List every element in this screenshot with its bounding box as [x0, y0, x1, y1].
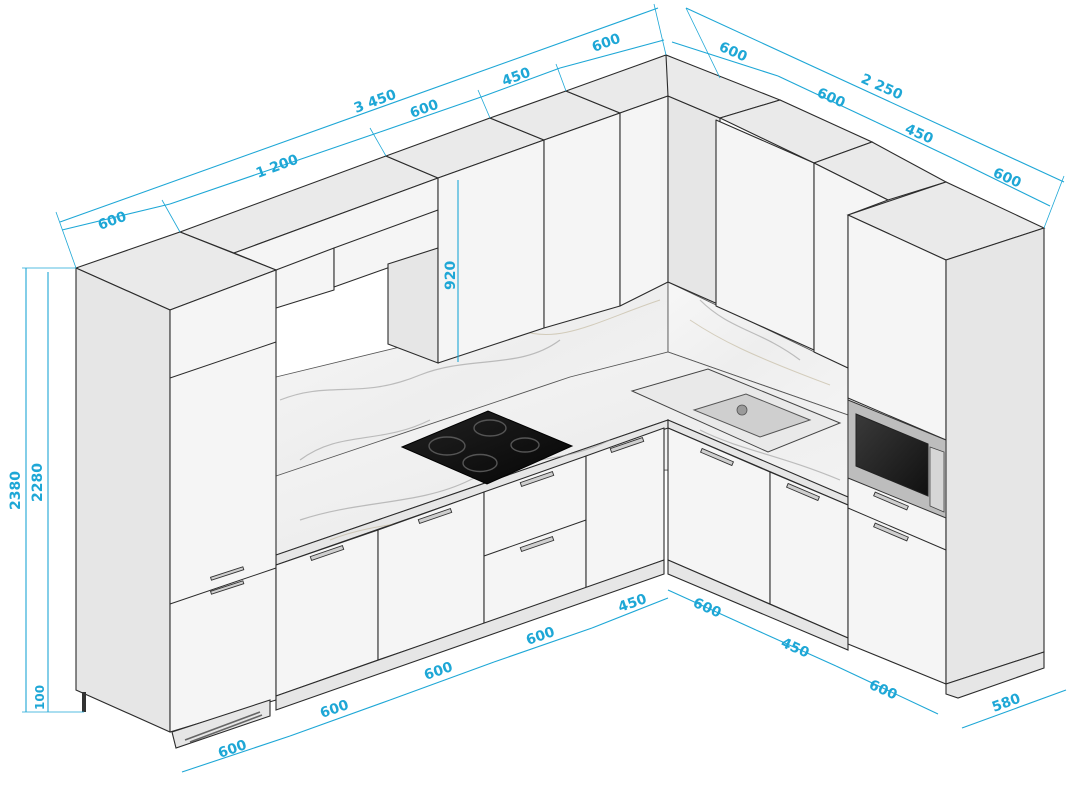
- dim-height-overall: 2380: [8, 471, 24, 510]
- dim-top-left-seg-2: 600: [408, 97, 441, 122]
- dim-bottom-left-seg-3: 600: [422, 659, 455, 684]
- dim-bottom-right-seg-1: 600: [690, 595, 723, 622]
- dim-bottom-left-seg-2: 600: [318, 697, 351, 722]
- dim-height-wall-cabinet: 920: [443, 261, 459, 290]
- dimension-lines: [22, 3, 1067, 773]
- tall-cabinet-left: [74, 231, 278, 749]
- dim-top-left-group: 1 200: [254, 152, 301, 182]
- sink-icon: [630, 368, 842, 453]
- built-in-oven-icon: [847, 399, 947, 519]
- dim-top-right-seg-3: 450: [902, 121, 935, 148]
- induction-hob-icon: [400, 410, 574, 485]
- base-cabinets-right: [667, 427, 849, 651]
- tall-cabinet-right: [846, 181, 1046, 699]
- dim-bottom-left-seg-4: 600: [524, 624, 557, 649]
- base-cabinets-left: [275, 427, 665, 711]
- wall-cabinets-right: [665, 54, 948, 369]
- dim-height-plinth: 100: [33, 685, 47, 710]
- dim-height-body: 2280: [30, 463, 46, 502]
- dim-top-right-seg-4: 600: [990, 165, 1023, 192]
- dim-top-left-seg-3: 450: [500, 65, 533, 90]
- dim-bottom-right-seg-2: 450: [778, 635, 811, 662]
- dim-top-left-total: 3 450: [352, 87, 399, 117]
- dim-top-left-seg-1: 600: [96, 209, 129, 234]
- dim-bottom-left-seg-1: 600: [216, 737, 249, 762]
- dim-bottom-right-seg-3: 600: [866, 677, 899, 704]
- dim-top-right-seg-2: 600: [814, 85, 847, 112]
- wall-cabinets-left: [178, 54, 722, 364]
